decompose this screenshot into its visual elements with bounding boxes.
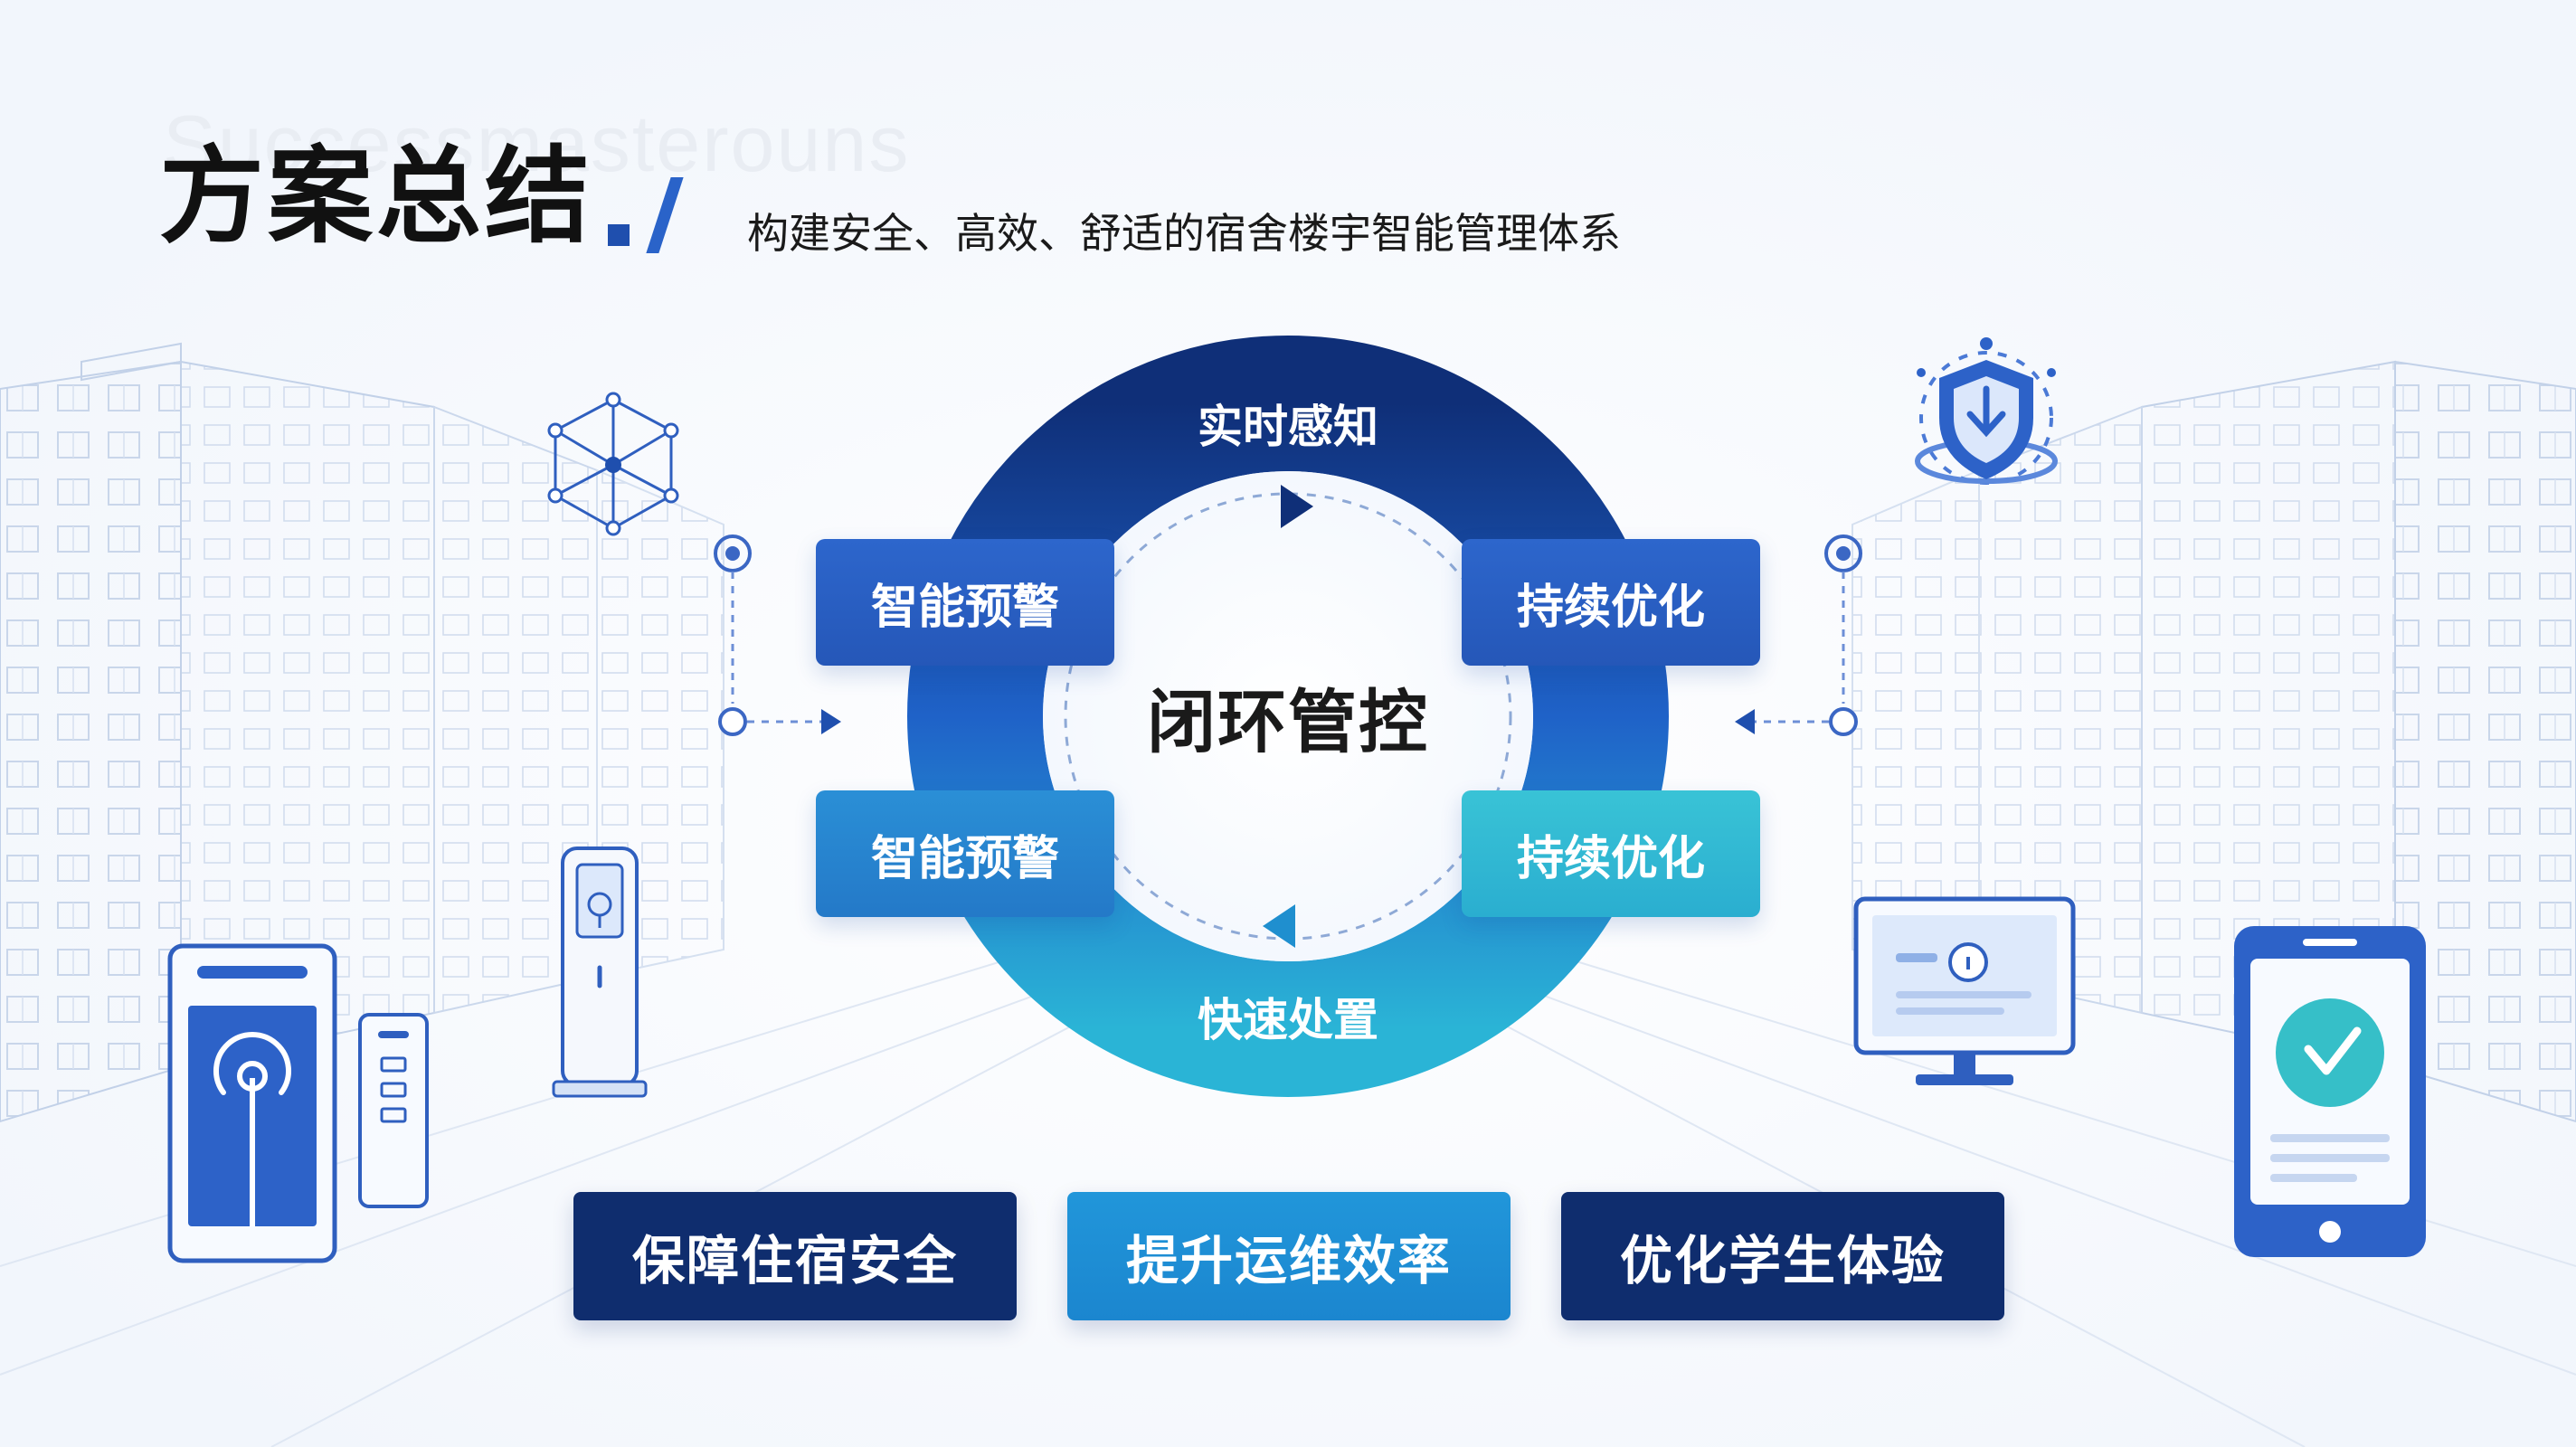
watermark-text: Successmasterouns	[163, 99, 911, 188]
goal-experience: 优化学生体验	[1561, 1192, 2004, 1320]
kiosk-icon	[552, 846, 648, 1098]
cycle-label-top: 实时感知	[1198, 401, 1378, 453]
goal-safety: 保障住宿安全	[573, 1192, 1017, 1320]
phone-check-icon	[2234, 926, 2426, 1257]
cycle-center-label: 闭环管控	[1147, 682, 1429, 762]
monitor-lock-icon	[1853, 896, 2076, 1085]
page-title: 方案总结	[159, 136, 593, 258]
title-dot	[608, 224, 630, 246]
goal-efficiency: 提升运维效率	[1067, 1192, 1511, 1320]
building-right	[1852, 360, 2576, 1123]
stage-box-left-bottom: 智能预警	[816, 790, 1114, 917]
shield-check-icon	[1915, 337, 2058, 485]
stage-box-right-top: 持续优化	[1462, 539, 1760, 666]
remote-device-icon	[358, 1013, 429, 1208]
page-subtitle: 构建安全、高效、舒适的宿舍楼宇智能管理体系	[747, 209, 1621, 258]
building-left	[0, 342, 724, 1123]
stage-box-right-bottom: 持续优化	[1462, 790, 1760, 917]
tablet-signal-icon	[167, 943, 337, 1263]
right-connector	[1735, 534, 1862, 736]
cycle-label-bottom: 快速处置	[1198, 994, 1378, 1046]
left-connector	[714, 534, 841, 736]
cycle-arrow-top	[1281, 485, 1313, 528]
cube-network-icon	[547, 392, 679, 536]
cycle-arrow-bottom	[1263, 904, 1295, 948]
stage-box-left-top: 智能预警	[816, 539, 1114, 666]
